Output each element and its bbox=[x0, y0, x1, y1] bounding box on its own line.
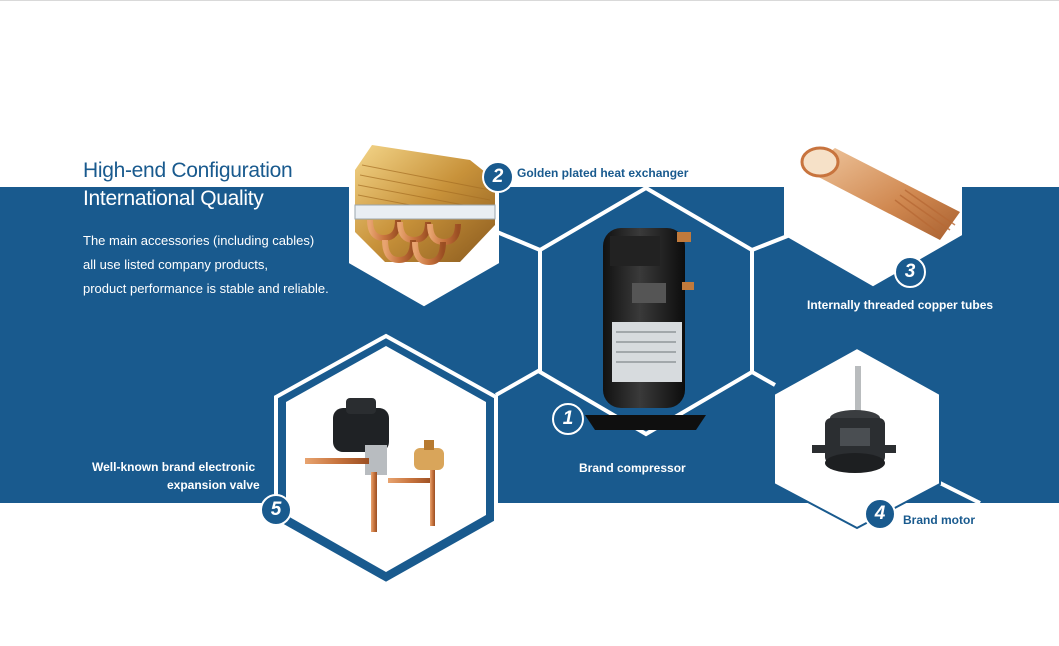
badge-5: 5 bbox=[260, 494, 292, 526]
label-compressor: Brand compressor bbox=[579, 461, 686, 475]
label-motor: Brand motor bbox=[903, 513, 975, 527]
heading-line-2: International Quality bbox=[83, 187, 264, 210]
badge-2: 2 bbox=[482, 161, 514, 193]
description-line-3: product performance is stable and reliab… bbox=[83, 281, 329, 296]
label-copper-tubes: Internally threaded copper tubes bbox=[807, 298, 994, 312]
description-line-2: all use listed company products, bbox=[83, 257, 268, 272]
badge-3: 3 bbox=[894, 256, 926, 288]
label-heat-exchanger: Golden plated heat exchanger bbox=[517, 166, 689, 180]
heading-line-1: High-end Configuration bbox=[83, 159, 293, 182]
expansion-valve-icon bbox=[305, 398, 444, 532]
description-line-1: The main accessories (including cables) bbox=[83, 233, 315, 248]
label-valve-line-2: expansion valve bbox=[167, 478, 260, 492]
badge-1: 1 bbox=[552, 403, 584, 435]
heat-exchanger-icon bbox=[354, 145, 496, 266]
motor-icon bbox=[812, 366, 896, 473]
top-divider bbox=[0, 0, 1059, 1]
badge-4: 4 bbox=[864, 498, 896, 530]
label-valve-line-1: Well-known brand electronic bbox=[92, 460, 256, 474]
copper-tube-icon bbox=[800, 146, 960, 240]
compressor-icon bbox=[585, 228, 706, 430]
